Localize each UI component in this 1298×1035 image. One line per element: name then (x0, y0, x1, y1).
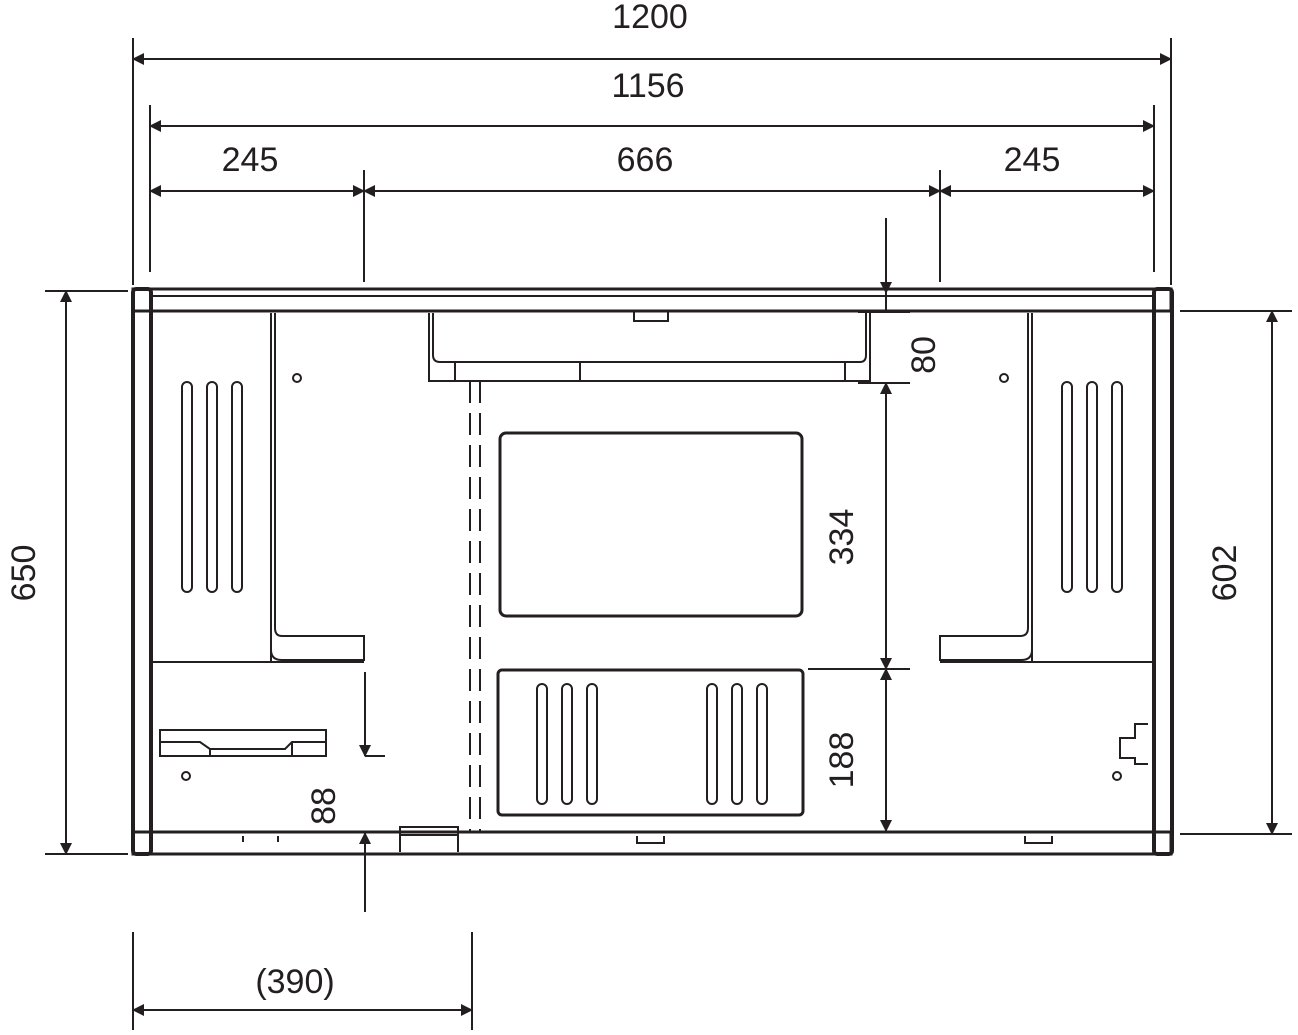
left-mounting-bracket (159, 729, 327, 757)
top-center-hood (428, 313, 871, 382)
cabinet (131, 287, 1174, 856)
grille-vent-slots (536, 683, 768, 805)
screw-holes (181, 373, 1122, 781)
label-center-section: 666 (617, 141, 674, 179)
right-vent-slots (1061, 381, 1123, 593)
label-reference-width: (390) (255, 963, 334, 1001)
label-inner-height: 602 (1206, 545, 1244, 602)
cabinet-top-rail (131, 287, 1173, 313)
cabinet-right-post (1152, 287, 1174, 856)
right-side-panel (1031, 313, 1154, 663)
lower-grille-panel (496, 668, 805, 817)
label-overall-width: 1200 (612, 0, 688, 36)
label-left-section: 245 (222, 141, 279, 179)
right-latch (1119, 723, 1148, 765)
upper-opening (498, 431, 804, 618)
bottom-clip (399, 826, 459, 836)
label-overall-height: 650 (5, 545, 43, 602)
label-top-offset: 80 (905, 336, 943, 374)
label-bottom-offset: 88 (305, 787, 343, 825)
label-inner-width: 1156 (611, 67, 684, 105)
left-vent-slots (181, 381, 243, 593)
left-side-panel (151, 313, 272, 663)
label-upper-opening: 334 (823, 509, 861, 566)
cabinet-left-post (131, 287, 153, 856)
label-right-section: 245 (1004, 141, 1061, 179)
dimension-lines (60, 53, 1278, 1016)
label-lower-opening: 188 (823, 732, 861, 789)
dimension-labels: 1200 1156 245 666 245 (390) 650 602 80 3… (5, 0, 1244, 1001)
